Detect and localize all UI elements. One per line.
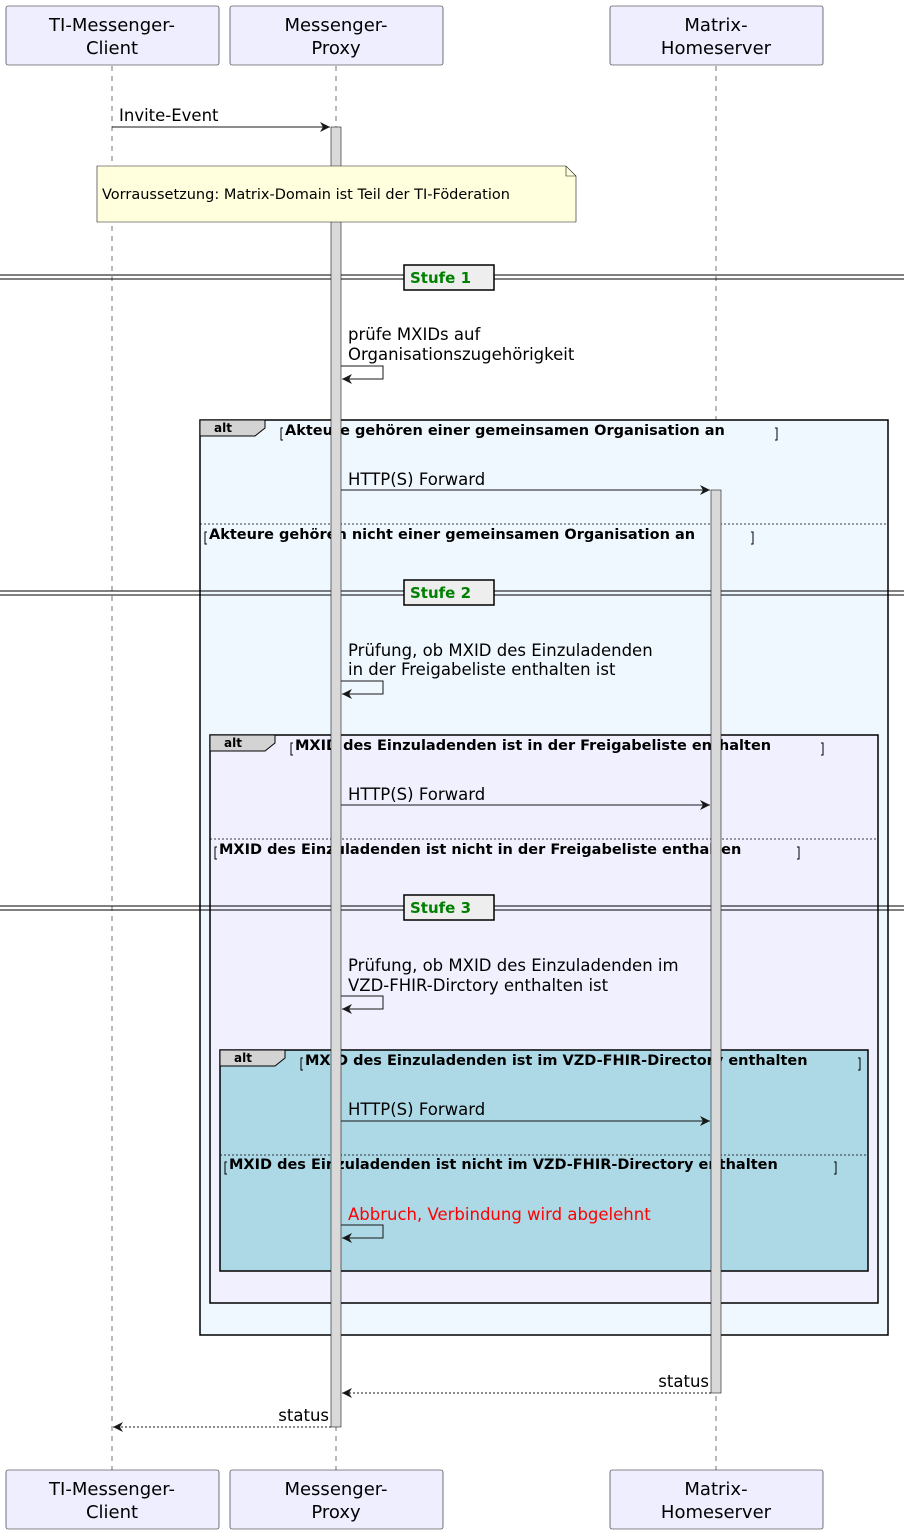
participant-homeserver-box-bottom	[609, 1469, 824, 1530]
participant-homeserver-line2: Homeserver	[661, 38, 772, 59]
alt-frame-3-else-condition: MXID des Einzuladenden ist nicht im VZD-…	[229, 1157, 778, 1173]
participant-proxy-line2-bottom: Proxy	[311, 1502, 361, 1523]
msg-invite-label: Invite-Event	[119, 106, 219, 125]
msg-forward3-label: HTTP(S) Forward	[348, 1100, 485, 1119]
participant-proxy-box-bottom	[229, 1469, 444, 1530]
note-box	[96, 165, 577, 223]
alt-frame-1-tab	[199, 419, 266, 437]
alt-frame-2-keyword: alt	[224, 736, 242, 750]
msg-check-org-arrow	[341, 365, 384, 384]
activation-proxy	[330, 126, 342, 1428]
participant-client-line2: Client	[86, 38, 138, 59]
divider-stufe2-label: Stufe 2	[410, 584, 471, 602]
alt-frame-2-tab	[209, 734, 276, 752]
participant-client-box-bottom	[5, 1469, 220, 1530]
svg-text:TI-Messenger-Client: TI-Messenger-Client	[48, 15, 175, 59]
msg-abort-arrow	[341, 1224, 384, 1243]
alt-frame-3	[219, 1049, 869, 1272]
participant-proxy-line1-bottom: Messenger-	[284, 1479, 387, 1500]
divider-stufe3-label: Stufe 3	[410, 899, 471, 917]
svg-text:Matrix-Homeserver: Matrix-Homeserver	[661, 1479, 772, 1523]
msg-check-vzd-line1: Prüfung, ob MXID des Einzuladenden im	[348, 956, 679, 975]
svg-text:Prüfung, ob MXID des Einzulade: Prüfung, ob MXID des Einzuladenden imVZD…	[348, 956, 679, 995]
divider-stufe1-box	[403, 264, 495, 291]
alt-frame-1-else-condition: Akteure gehören nicht einer gemeinsamen …	[209, 527, 695, 543]
svg-text:Matrix-Homeserver: Matrix-Homeserver	[661, 15, 772, 59]
alt-frame-3-keyword: alt	[234, 1051, 252, 1065]
alt-frame-2-else-brackets	[214, 846, 800, 860]
msg-check-list-line1: Prüfung, ob MXID des Einzuladenden	[348, 641, 653, 660]
msg-status-hs-label: status	[658, 1372, 709, 1391]
alt-frame-3-condition-brackets	[300, 1057, 861, 1071]
participant-client-line1: TI-Messenger-	[48, 15, 175, 36]
msg-forward1-label: HTTP(S) Forward	[348, 470, 485, 489]
msg-check-org-line2: Organisationszugehörigkeit	[348, 345, 575, 364]
alt-frame-2-else-condition: MXID des Einzuladenden ist nicht in der …	[219, 842, 741, 858]
divider-stufe1-label: Stufe 1	[410, 269, 471, 287]
activation-homeserver	[710, 489, 722, 1394]
participant-client-line2-bottom: Client	[86, 1502, 138, 1523]
alt-frame-2-condition-brackets	[290, 742, 824, 756]
svg-text:Messenger-Proxy: Messenger-Proxy	[284, 1479, 387, 1523]
note-corner	[565, 166, 576, 177]
msg-check-list-line2: in der Freigabeliste enthalten ist	[348, 660, 616, 679]
alt-frame-3-condition: MXID des Einzuladenden ist im VZD-FHIR-D…	[305, 1053, 808, 1069]
alt-frame-3-tab	[219, 1049, 286, 1067]
msg-status-proxy-label: status	[278, 1406, 329, 1425]
svg-text:TI-Messenger-Client: TI-Messenger-Client	[48, 1479, 175, 1523]
msg-abort-label: Abbruch, Verbindung wird abgelehnt	[348, 1205, 651, 1224]
participant-proxy-line2: Proxy	[311, 38, 361, 59]
svg-text:Messenger-Proxy: Messenger-Proxy	[284, 15, 387, 59]
msg-check-org-line1: prüfe MXIDs auf	[348, 325, 481, 344]
divider-stufe2-box	[403, 579, 495, 606]
alt-frame-1-keyword: alt	[214, 421, 232, 435]
msg-forward2-label: HTTP(S) Forward	[348, 785, 485, 804]
participant-proxy-box	[229, 5, 444, 66]
participant-homeserver-line1: Matrix-	[684, 15, 747, 36]
alt-frame-1-condition-brackets	[280, 427, 778, 441]
msg-check-list-arrow	[341, 680, 384, 699]
alt-frame-2-condition: MXID des Einzuladenden ist in der Freiga…	[295, 738, 771, 754]
note-text: Vorraussetzung: Matrix-Domain ist Teil d…	[102, 187, 510, 203]
alt-frame-1-condition: Akteure gehören einer gemeinsamen Organi…	[285, 423, 725, 439]
participant-client-box	[5, 5, 220, 66]
msg-check-vzd-arrow	[341, 995, 384, 1014]
participant-homeserver-line1-bottom: Matrix-	[684, 1479, 747, 1500]
participant-homeserver-box	[609, 5, 824, 66]
divider-stufe3-box	[403, 894, 495, 921]
alt-frame-1-else-brackets	[204, 531, 754, 545]
participant-homeserver-line2-bottom: Homeserver	[661, 1502, 772, 1523]
participant-proxy-line1: Messenger-	[284, 15, 387, 36]
msg-check-vzd-line2: VZD-FHIR-Dirctory enthalten ist	[348, 976, 609, 995]
alt-frame-3-else-brackets	[224, 1161, 837, 1175]
participant-client-line1-bottom: TI-Messenger-	[48, 1479, 175, 1500]
